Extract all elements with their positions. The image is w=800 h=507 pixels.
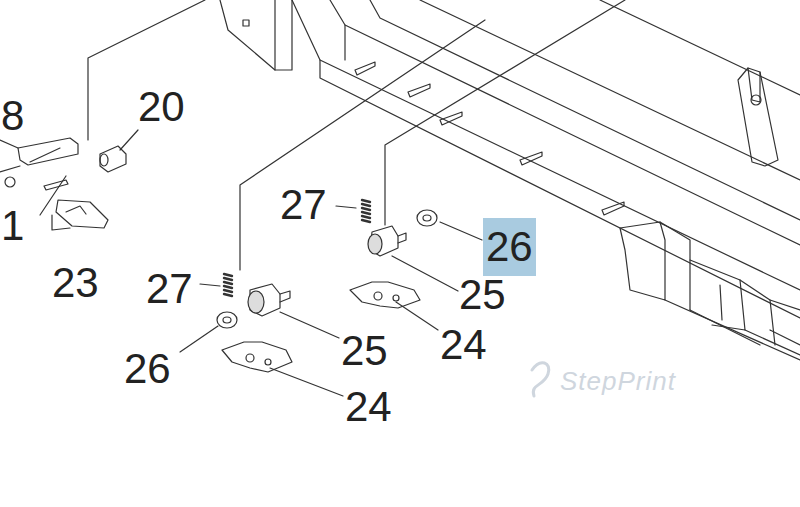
watermark: StepPrint bbox=[560, 368, 676, 394]
callout-number: 27 bbox=[280, 184, 327, 226]
callout-number: 8 bbox=[1, 95, 24, 137]
callout-number: 26 bbox=[124, 348, 171, 390]
callout-number: 1 bbox=[1, 205, 24, 247]
callout-number: 20 bbox=[138, 86, 185, 128]
callout-number: 26 bbox=[483, 218, 536, 276]
callout-number: 24 bbox=[440, 324, 487, 366]
callout-number: 24 bbox=[345, 386, 392, 428]
callout-number: 27 bbox=[146, 268, 193, 310]
callout-number: 25 bbox=[459, 274, 506, 316]
callout-number: 23 bbox=[52, 262, 99, 304]
callout-number: 25 bbox=[341, 330, 388, 372]
